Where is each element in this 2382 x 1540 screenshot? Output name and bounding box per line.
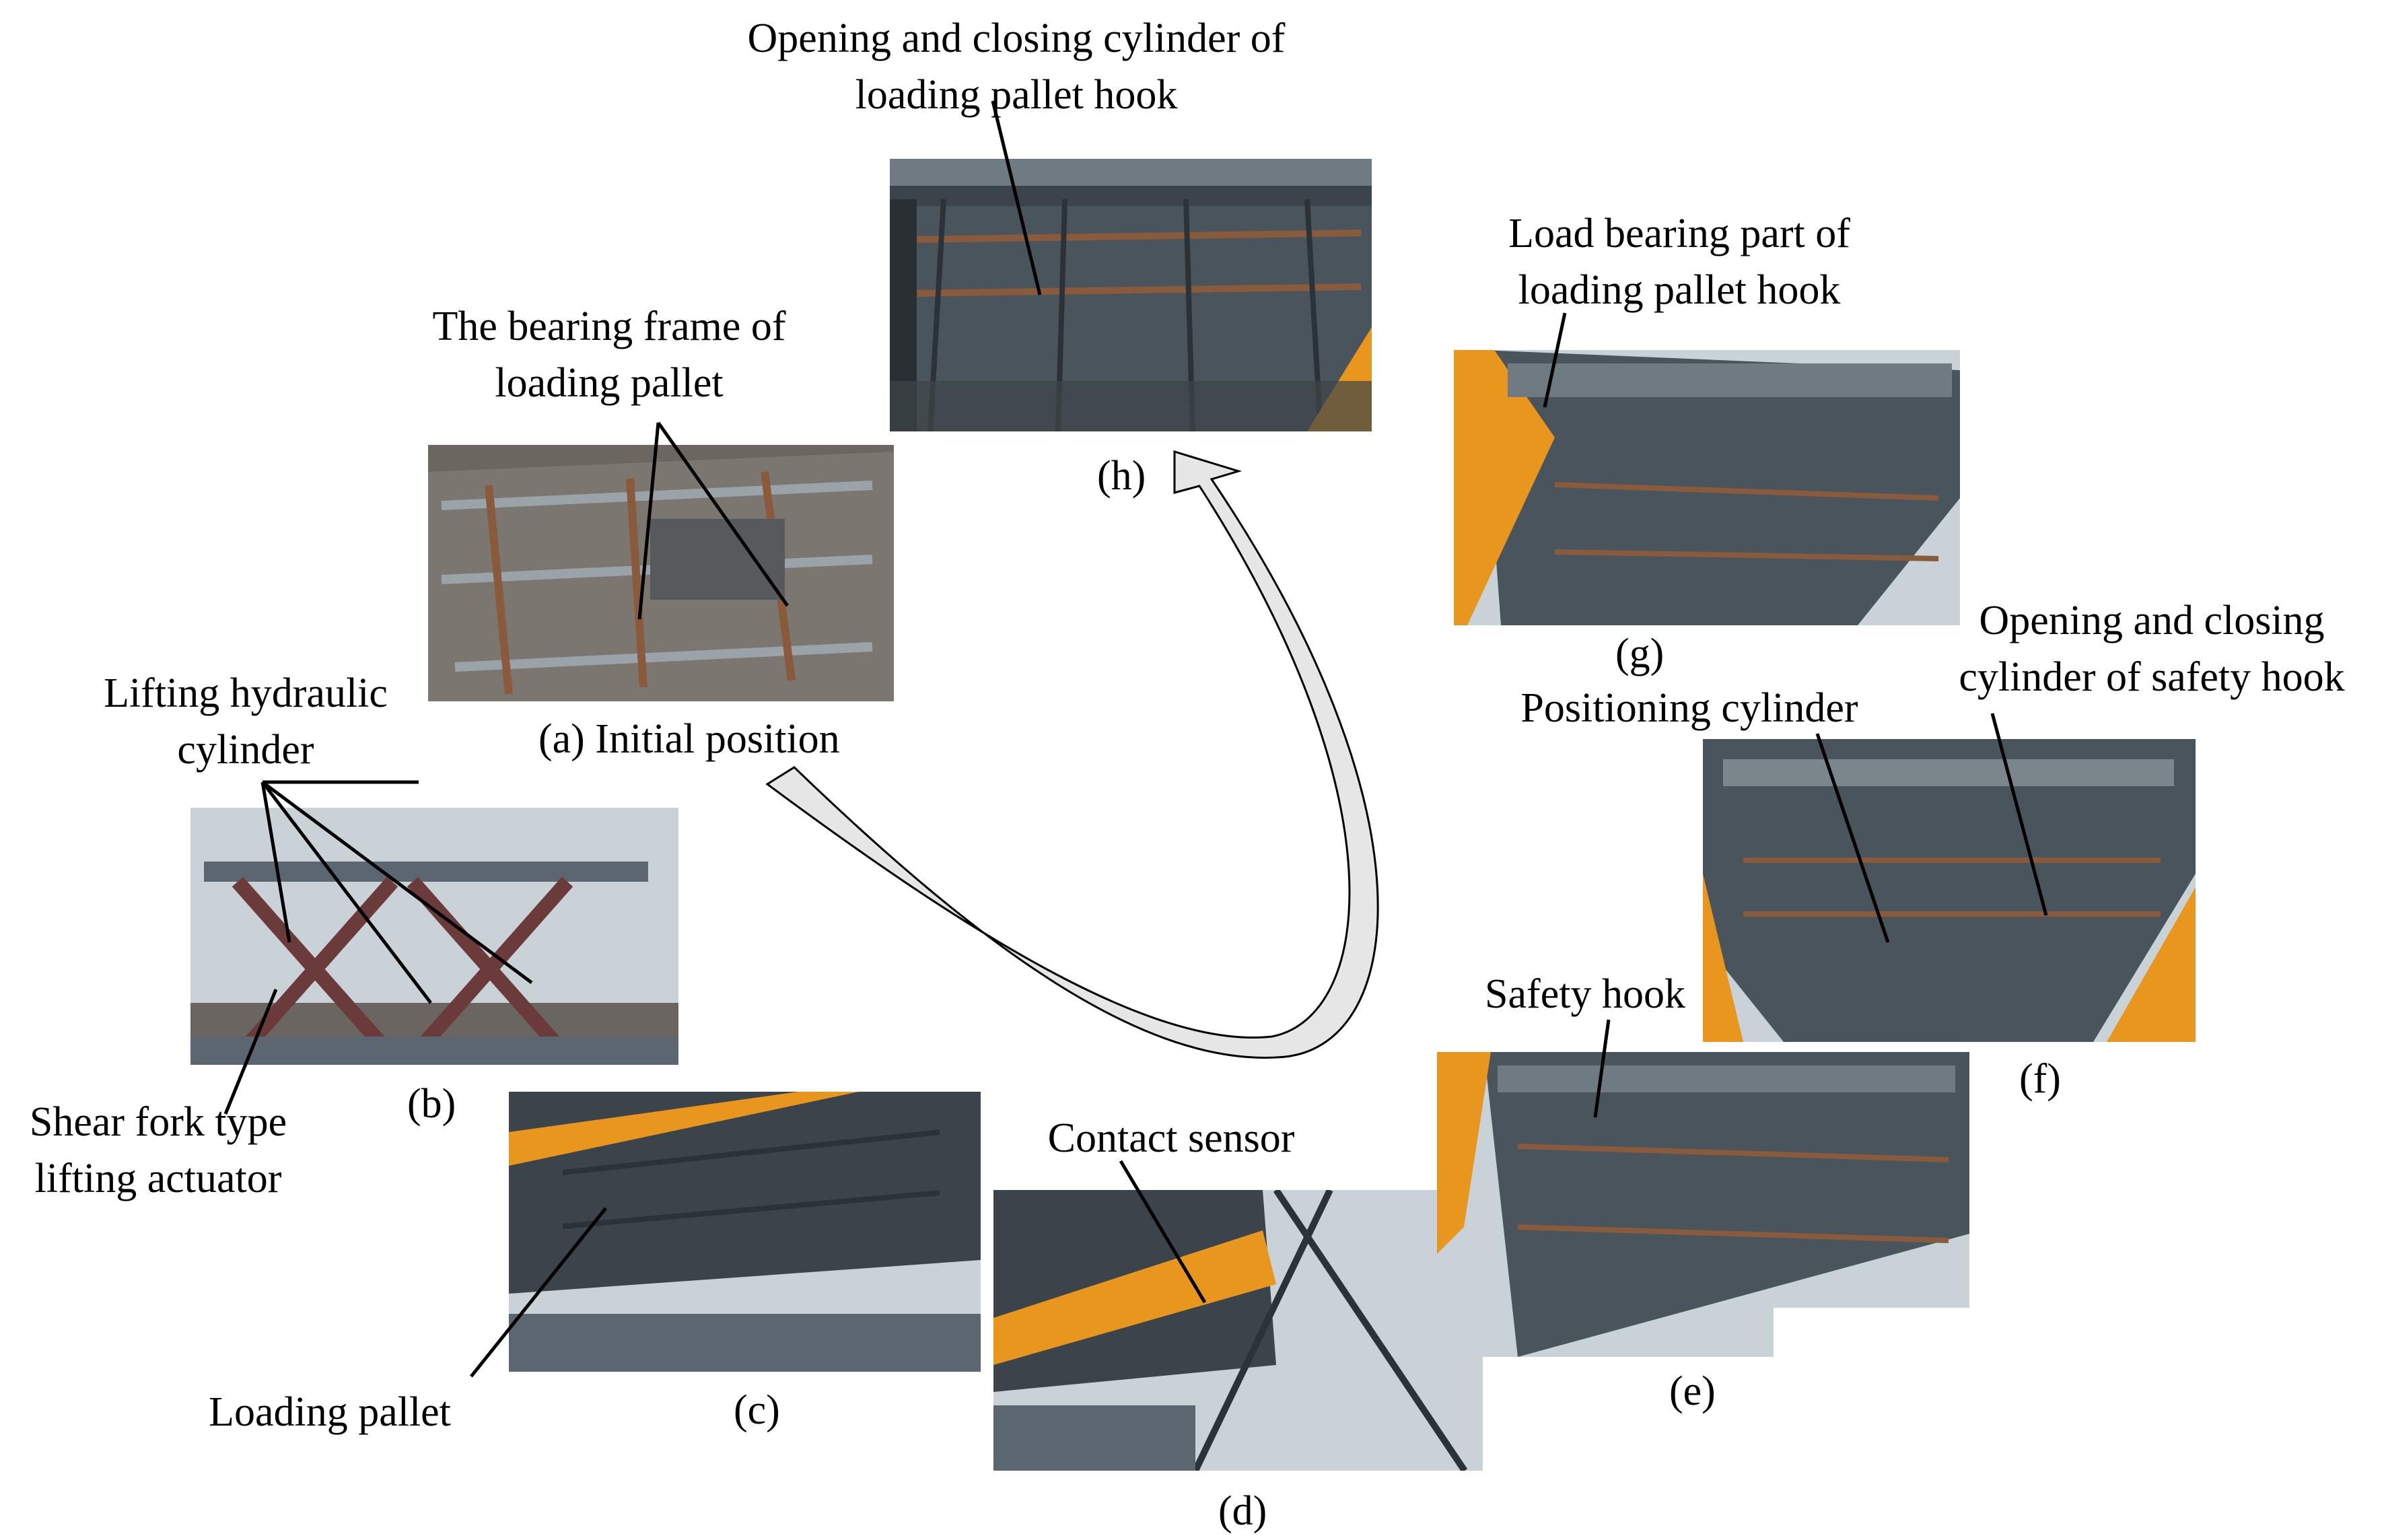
photo-h-pallet-hook-cylinder (890, 159, 1372, 431)
photo-c-loading-pallet (509, 1092, 981, 1372)
caption-c: (c) (734, 1387, 780, 1433)
label-g-load-bearing: Load bearing part of loading pallet hook (1508, 211, 1850, 313)
label-b-lifting-cylinder: Lifting hydraulic cylinder (104, 670, 388, 773)
caption-f: (f) (2019, 1056, 2061, 1102)
label-b-shear-fork-actuator: Shear fork type lifting actuator (29, 1099, 287, 1201)
label-h-cylinder: Opening and closing cylinder of loading … (747, 15, 1286, 118)
label-a-bearing-frame: The bearing frame of loading pallet (432, 304, 786, 406)
label-f-safety-cylinder: Opening and closing cylinder of safety h… (1959, 598, 2345, 700)
caption-g: (g) (1615, 631, 1665, 676)
caption-b: (b) (407, 1081, 456, 1127)
photo-g-load-bearing-hook (1454, 350, 1960, 625)
photo-d-contact-sensor (993, 1190, 1483, 1471)
caption-d: (d) (1218, 1488, 1267, 1534)
label-e-safety-hook: Safety hook (1485, 971, 1685, 1017)
label-c-loading-pallet: Loading pallet (209, 1389, 451, 1435)
caption-h: (h) (1097, 453, 1146, 499)
photo-e-safety-hook (1437, 1052, 1969, 1357)
photo-a-initial-position (428, 445, 894, 701)
label-f-positioning-cylinder: Positioning cylinder (1520, 685, 1858, 731)
photo-b-scissor-lift (190, 808, 678, 1065)
label-d-contact-sensor: Contact sensor (1047, 1115, 1295, 1161)
photo-f-positioning-cylinder (1703, 739, 2196, 1042)
caption-a: (a) Initial position (538, 716, 840, 762)
caption-e: (e) (1669, 1368, 1716, 1414)
